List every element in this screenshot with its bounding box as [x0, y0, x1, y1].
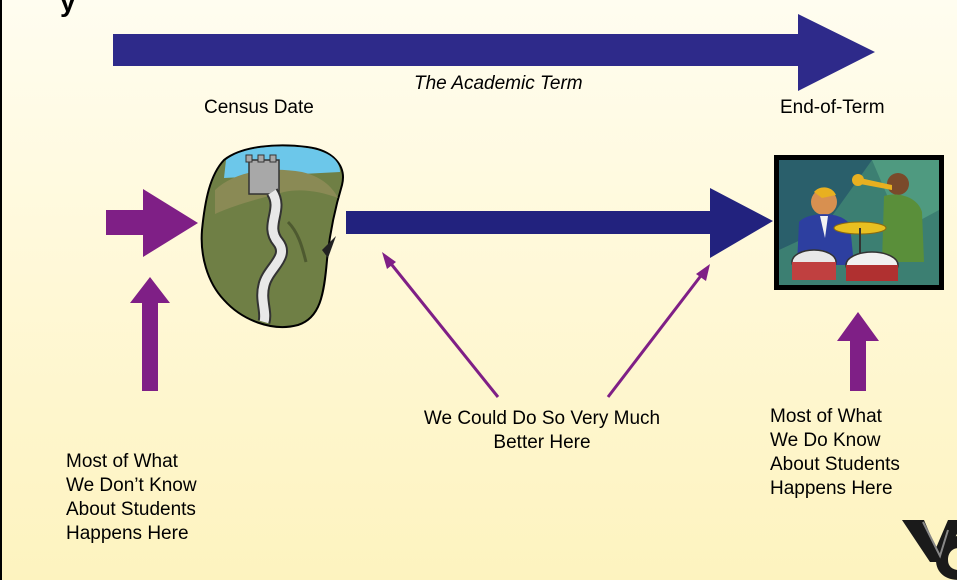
term-progress-arrow: [346, 188, 773, 258]
vg-logo: [902, 520, 957, 580]
diagonal-arrow-left-head: [382, 252, 396, 269]
census-date-label: Census Date: [204, 97, 314, 118]
do-know-up-arrow: [837, 312, 879, 391]
cut-off-title: y: [60, 0, 76, 17]
dont-know-up-arrow: [130, 277, 170, 391]
diagonal-arrow-left: [386, 259, 500, 398]
academic-term-label: The Academic Term: [414, 73, 583, 94]
band-icon: [774, 155, 944, 290]
academic-term-arrow: [113, 14, 875, 91]
do-know-label: Most of What We Do Know About Students H…: [770, 406, 900, 499]
castle-icon: [200, 144, 344, 329]
entry-arrow: [106, 189, 198, 257]
dont-know-label: Most of What We Don’t Know About Student…: [66, 451, 197, 544]
could-do-label: We Could Do So Very Much Better Here: [423, 408, 661, 453]
end-of-term-label: End-of-Term: [780, 97, 885, 118]
diagonal-arrows: [382, 252, 710, 398]
diagonal-arrow-right-head: [696, 264, 710, 281]
diagonal-arrow-right: [606, 272, 705, 398]
